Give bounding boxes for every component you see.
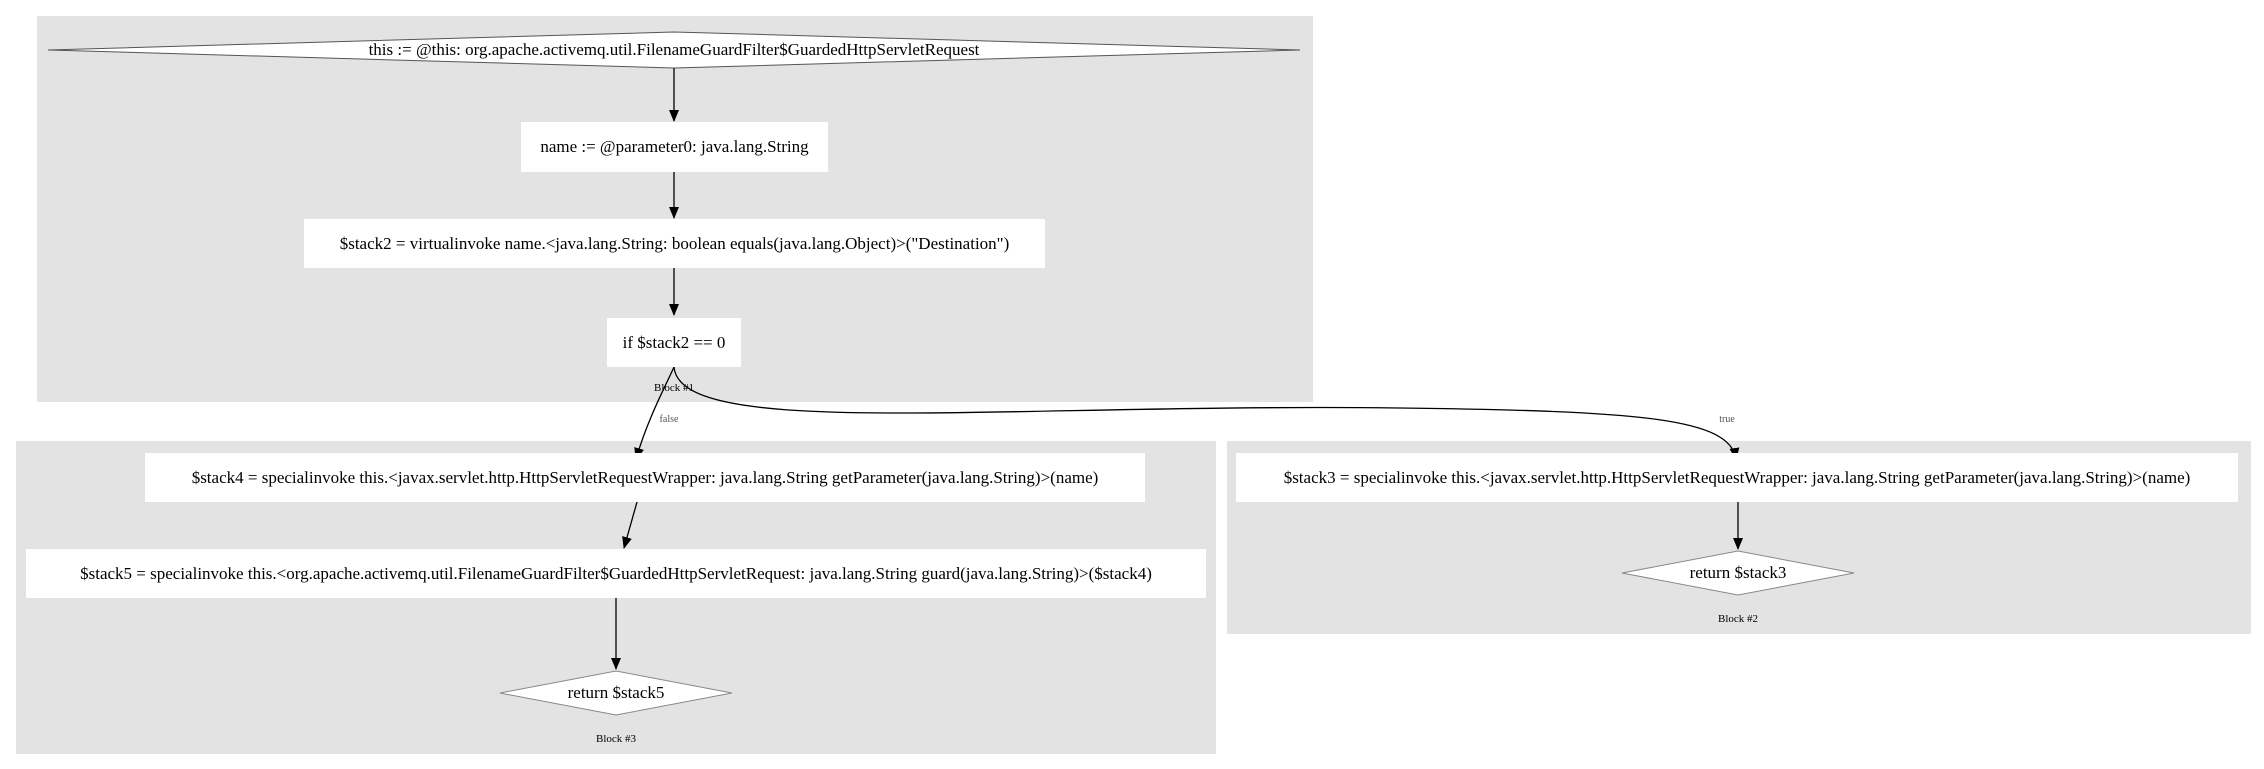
entry-diamond [47, 31, 1301, 69]
edge-false-label: false [659, 414, 679, 425]
entry-node-text: this := @this: org.apache.activemq.util.… [368, 40, 980, 59]
return-stack5-diamond [499, 670, 733, 716]
return-stack3-diamond [1621, 550, 1855, 596]
block-1-caption: Block #1 [653, 382, 695, 394]
edge-true [673, 366, 1740, 460]
return-stack5-text: return $stack5 [567, 683, 665, 702]
block-2-caption: Block #2 [1717, 613, 1759, 625]
return-stack3-text: return $stack3 [1689, 563, 1787, 582]
stack2-equals-node: $stack2 = virtualinvoke name.<java.lang.… [304, 219, 1045, 268]
name-assign-node: name := @parameter0: java.lang.String [521, 122, 828, 172]
edge-stack4-to-stack5 [622, 501, 638, 549]
stack3-getparameter-node: $stack3 = specialinvoke this.<javax.serv… [1236, 453, 2238, 502]
block-3-caption: Block #3 [595, 733, 637, 745]
edge-false [634, 366, 675, 460]
edge-true-label: true [1719, 414, 1735, 425]
stack4-getparameter-node: $stack4 = specialinvoke this.<javax.serv… [145, 453, 1145, 502]
stack5-guard-node: $stack5 = specialinvoke this.<org.apache… [26, 549, 1206, 598]
if-stack2-node: if $stack2 == 0 [607, 318, 741, 367]
